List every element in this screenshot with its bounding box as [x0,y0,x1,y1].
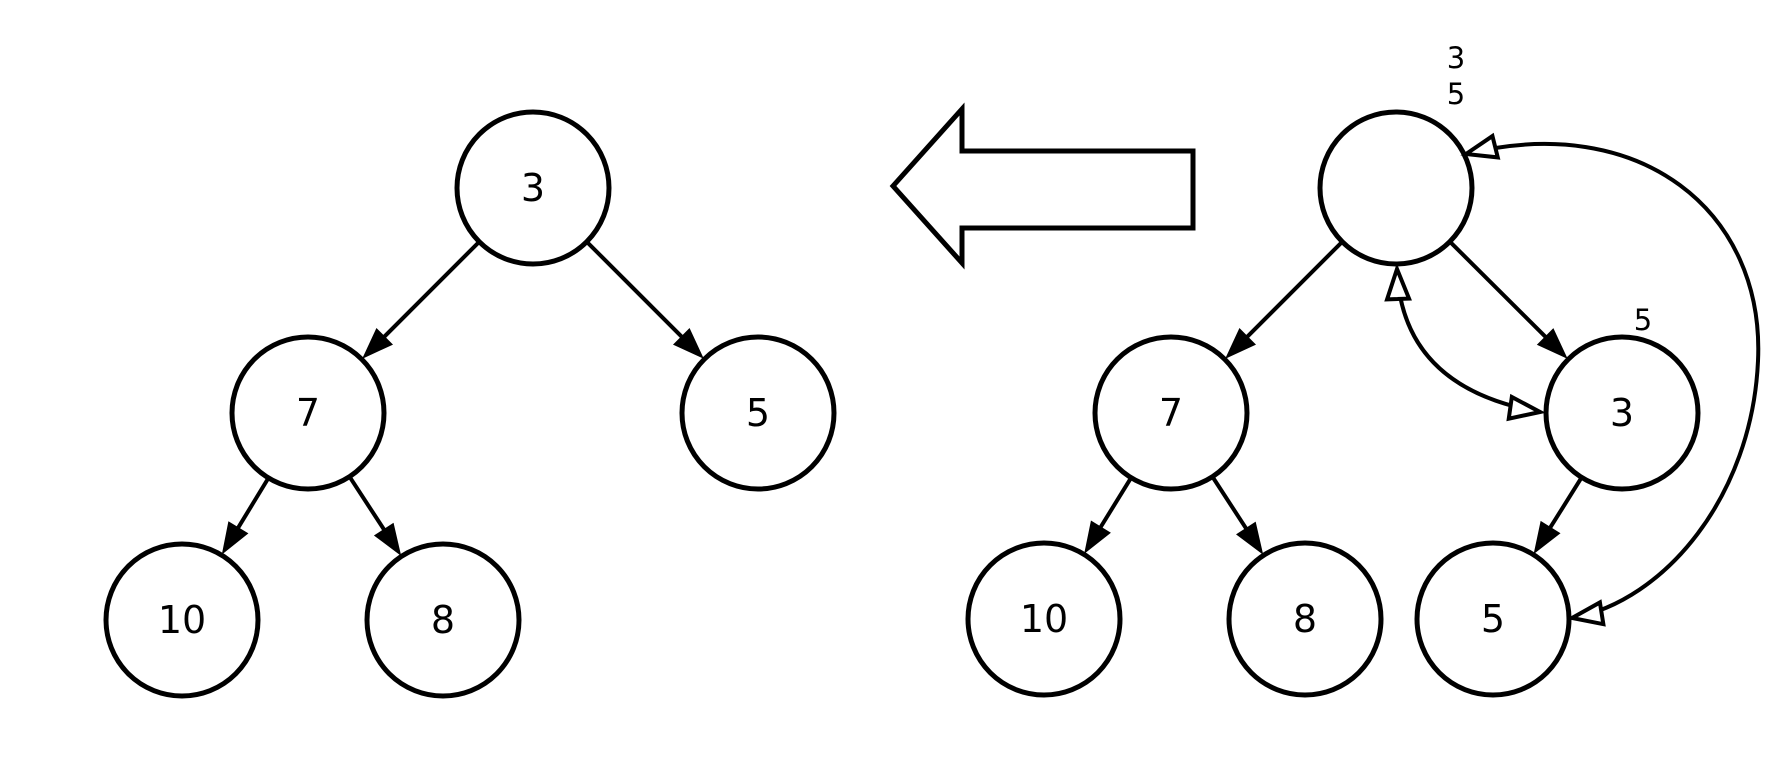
tree-edge-arrowhead [1084,520,1111,554]
tree-edge [377,241,480,344]
tree-node-label: 7 [1159,391,1183,435]
tree-edge-arrowhead [221,521,249,555]
tree-node-label: 3 [1610,391,1634,435]
tree-node-circle [454,109,612,267]
tree-edge [1544,478,1583,536]
tree-edge [1211,477,1253,537]
tree-edge-arrowhead [1533,520,1561,555]
tree-node-circle [1543,334,1701,492]
tree-node-label: 10 [1020,597,1068,641]
tree-node-label: 5 [746,391,770,435]
tree-node-circle [364,541,522,699]
tree-node-circle [965,540,1123,698]
tree-node-label: 8 [431,598,455,642]
tree-node-circle [679,334,837,492]
tree-edge [1094,478,1132,535]
tree-edge-arrowhead [1225,327,1257,359]
open-arrowhead [1384,263,1412,302]
tree-edge-arrowhead [672,327,704,359]
tree-edge-arrowhead [373,522,402,556]
tree-edge-arrowhead [1236,521,1264,555]
root-value-old-label: 3 [1447,41,1465,75]
tree-node-label: 7 [296,391,320,435]
right-child-value-new-label: 5 [1634,303,1652,337]
left-block-arrow-icon [889,102,1196,270]
tree-node-circle [1092,334,1250,492]
swap-arc-root-right-child [1395,268,1541,414]
tree-edge [1240,241,1343,344]
root-value-new-label: 5 [1447,77,1465,111]
open-arrowhead [1566,599,1606,627]
swap-arc-root-last-node [1465,142,1761,620]
tree-node-label: 8 [1293,597,1317,641]
tree-edge [586,241,689,344]
tree-node-circle [103,541,261,699]
tree-node-label: 3 [521,166,545,210]
tree-node-circle [1317,109,1475,267]
tree-edge [1449,241,1553,344]
tree-edge [348,477,391,538]
tree-edge-arrowhead [362,327,394,359]
tree-edge-arrowhead [1536,328,1568,359]
open-arrowhead [1506,393,1546,422]
tree-node-label: 5 [1481,597,1505,641]
open-arrowhead [1460,132,1501,160]
tree-node-label: 10 [158,598,206,642]
tree-edge [232,478,270,536]
tree-node-circle [1226,540,1384,698]
tree-node-circle [229,334,387,492]
